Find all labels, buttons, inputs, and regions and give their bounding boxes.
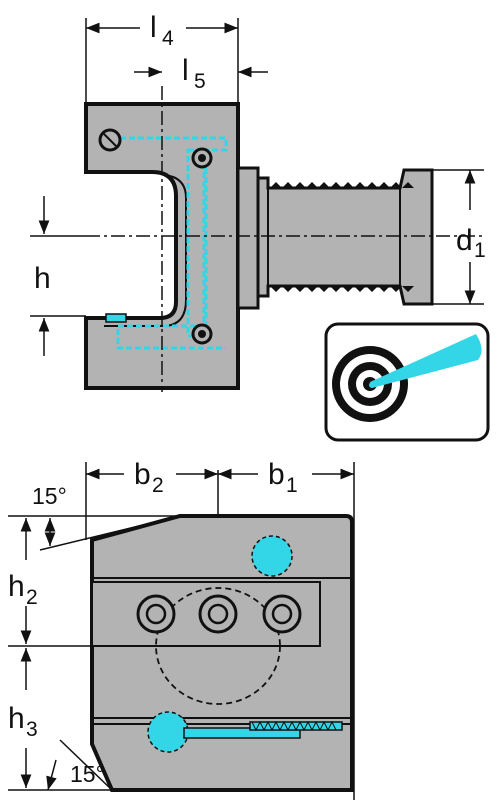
dim-h3-subscript: 3 <box>26 718 38 741</box>
holder-body-front <box>90 514 354 792</box>
dim-b2-symbol: b <box>134 458 151 491</box>
dim-d1-symbol: d <box>456 224 473 257</box>
dim-l4-subscript: 4 <box>162 27 174 50</box>
dim-h-symbol: h <box>34 262 51 295</box>
dim-d1-subscript: 1 <box>474 239 486 262</box>
clamp-screws <box>136 594 302 634</box>
coolant-target-icon <box>324 322 490 442</box>
dim-b1-subscript: 1 <box>286 474 298 497</box>
coolant-outlet-top <box>251 535 293 577</box>
dim-h2-symbol: h <box>8 570 25 603</box>
dim-b2-subscript: 2 <box>152 474 164 497</box>
thread-teeth <box>270 182 414 292</box>
dim-l5-subscript: 5 <box>194 70 206 93</box>
angle-top-label: 15° <box>32 483 67 509</box>
bottom-view: b 2 b 1 15° h 2 h 3 15° <box>8 458 355 800</box>
holder-body-side <box>84 102 240 390</box>
dim-l5-symbol: l <box>182 54 189 87</box>
dim-l4-symbol: l <box>150 11 157 44</box>
angle-bottom-label: 15° <box>70 761 105 787</box>
threaded-shank <box>256 168 434 306</box>
coolant-outlet-bottom <box>147 711 189 753</box>
dim-h3-symbol: h <box>8 702 25 735</box>
dim-h2-subscript: 2 <box>26 586 38 609</box>
dim-b1-symbol: b <box>268 458 285 491</box>
top-view: l 4 l 5 d 1 h <box>30 11 486 392</box>
collar <box>236 166 260 310</box>
